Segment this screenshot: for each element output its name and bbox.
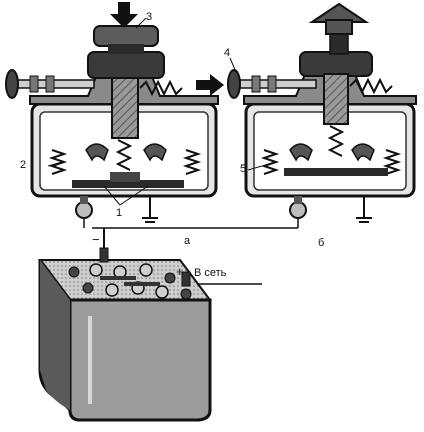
switch-right-contact-bar bbox=[284, 168, 388, 176]
label-panel-b: б bbox=[318, 237, 324, 249]
battery-front bbox=[68, 298, 212, 422]
label-2: 2 bbox=[20, 159, 26, 171]
label-4: 4 bbox=[224, 47, 230, 59]
switch-left-pressed bbox=[5, 2, 219, 223]
arrow-up-icon bbox=[308, 2, 370, 35]
switch-left-button bbox=[93, 25, 159, 47]
switch-left-knob bbox=[5, 69, 19, 99]
switch-left-contact-bar bbox=[72, 180, 184, 188]
label-3: 3 bbox=[146, 11, 152, 23]
switch-left-plunger bbox=[111, 77, 139, 139]
label-1: 1 bbox=[116, 207, 122, 219]
switch-left-terminal-left bbox=[75, 201, 93, 219]
battery-cell-caps bbox=[68, 263, 192, 300]
battery-positive-terminal bbox=[181, 271, 191, 287]
label-network: В сеть bbox=[194, 267, 227, 279]
label-plus: + bbox=[176, 264, 184, 279]
label-minus: − bbox=[92, 232, 100, 247]
switch-right-knob bbox=[227, 69, 241, 99]
battery-negative-terminal bbox=[99, 247, 109, 263]
switch-right-released bbox=[196, 2, 417, 223]
arrow-down-icon bbox=[110, 2, 138, 28]
battery bbox=[38, 247, 212, 422]
label-5: 5 bbox=[240, 163, 246, 175]
label-panel-a: а bbox=[184, 235, 191, 247]
switch-right-terminal-left bbox=[289, 201, 307, 219]
switch-right-plunger bbox=[323, 73, 349, 125]
arrow-right-icon bbox=[196, 74, 224, 96]
